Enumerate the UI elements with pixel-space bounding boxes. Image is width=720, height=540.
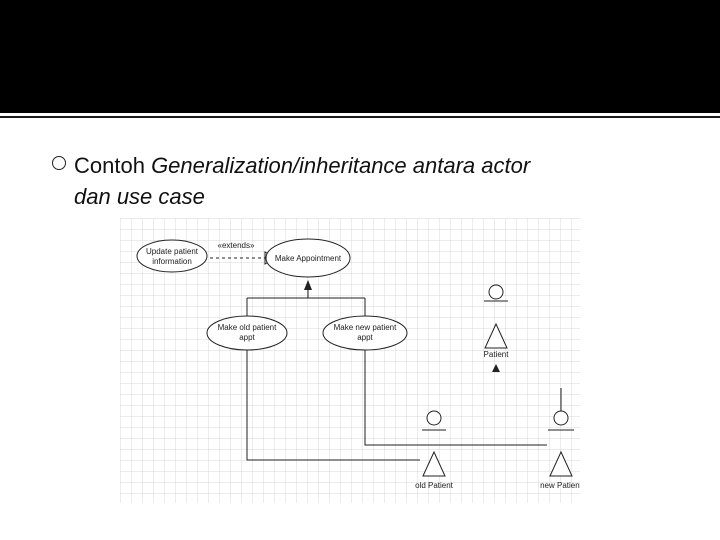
actor-generalization-arrowhead (492, 364, 500, 372)
update-info-label-2: information (152, 257, 192, 266)
actor-patient-label: Patient (484, 350, 510, 359)
use-case-make-old-patient-appt: Make old patient appt (206, 315, 288, 351)
generalization-arrowhead (304, 280, 312, 290)
title-band (0, 0, 720, 113)
extends-stereotype-label: «extends» (218, 241, 255, 250)
make-old-label-2: appt (239, 333, 255, 342)
update-info-label-1: Update patient (146, 247, 199, 256)
make-old-label-1: Make old patient (218, 323, 277, 332)
association-old-patient (246, 350, 420, 461)
bullet-italic-line2: dan use case (74, 184, 205, 209)
uml-diagram: «extends» Update patient information Mak… (120, 218, 583, 503)
use-case-make-appointment: Make Appointment (265, 238, 351, 278)
bullet-text: Contoh Generalization/inheritance antara… (74, 150, 694, 212)
actor-old-patient (422, 410, 446, 477)
actor-new-patient (548, 388, 574, 477)
bullet-italic-line1: Generalization/inheritance antara actor (151, 153, 531, 178)
bullet-circle-icon (52, 156, 66, 170)
make-new-label-1: Make new patient (334, 323, 397, 332)
use-case-make-new-patient-appt: Make new patient appt (322, 315, 408, 351)
make-new-label-2: appt (357, 333, 373, 342)
divider-line (0, 116, 720, 118)
use-case-update-patient-information: Update patient information (136, 239, 208, 273)
association-new-patient (364, 350, 547, 446)
actor-patient (484, 284, 508, 349)
bullet-plain-text: Contoh (74, 153, 152, 178)
make-appointment-label: Make Appointment (275, 254, 342, 263)
actor-old-patient-label: old Patient (415, 481, 454, 490)
actor-new-patient-label: new Patient (540, 481, 580, 490)
